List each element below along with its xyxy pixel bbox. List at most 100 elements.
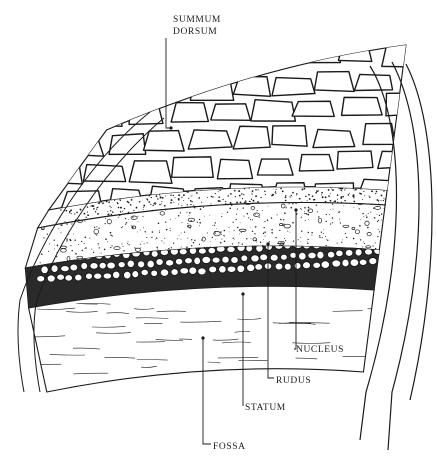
rudus-grain (125, 224, 126, 225)
nucleus-grain (201, 202, 202, 203)
rudus-grain (189, 215, 190, 216)
rudus-grain (194, 240, 195, 241)
statum-cobble (260, 254, 268, 261)
rudus-grain (377, 221, 378, 222)
rudus-pebble (384, 224, 389, 226)
label-summum-dorsum-line-2: DORSUM (173, 26, 221, 38)
statum-cobble (336, 250, 343, 257)
paving-stone (342, 97, 383, 115)
rudus-grain (362, 213, 363, 214)
rudus-grain (381, 213, 382, 214)
rudus-grain (164, 238, 165, 239)
rudus-grain (366, 216, 368, 218)
rudus-grain (122, 246, 123, 247)
rudus-grain (298, 239, 299, 240)
rudus-grain (264, 227, 265, 228)
rudus-grain (200, 208, 202, 210)
nucleus-grain (122, 211, 123, 212)
rudus-grain (396, 273, 397, 274)
rudus-grain (279, 245, 280, 246)
statum-cobble (202, 256, 211, 263)
rudus-grain (170, 219, 171, 220)
rudus-grain (215, 233, 216, 234)
paving-stone (354, 74, 392, 90)
statum-cobble (294, 262, 301, 269)
rudus-grain (311, 235, 312, 236)
rudus-grain (287, 231, 288, 232)
paving-stone (257, 159, 293, 175)
statum-cobble (399, 238, 407, 245)
nucleus-grain (291, 195, 292, 196)
nucleus-grain (353, 201, 355, 203)
rudus-grain (158, 223, 160, 225)
nucleus-grain (212, 196, 214, 198)
nucleus-grain (128, 202, 130, 204)
rudus-grain (152, 231, 154, 233)
rudus-grain (307, 239, 308, 240)
nucleus-grain (362, 199, 363, 200)
nucleus-grain (139, 201, 141, 203)
rudus-grain (145, 231, 146, 232)
rudus-grain (181, 247, 182, 248)
nucleus-grain (234, 190, 236, 192)
rudus-grain (203, 207, 204, 208)
rudus-grain (332, 222, 333, 223)
rudus-grain (110, 235, 111, 236)
rudus-grain (233, 238, 234, 239)
rudus-grain (47, 233, 48, 234)
rudus-grain (379, 215, 380, 216)
rudus-grain (318, 216, 319, 217)
rudus-grain (170, 230, 171, 231)
rudus-grain (304, 207, 306, 209)
nucleus-grain (340, 187, 342, 189)
rudus-grain (301, 209, 302, 210)
rudus-grain (353, 207, 354, 208)
rudus-grain (178, 215, 180, 217)
paving-stone (399, 122, 436, 144)
rudus-grain (393, 234, 394, 235)
nucleus-grain (285, 200, 287, 202)
nucleus-grain (249, 201, 250, 202)
statum-cobble (189, 267, 197, 275)
rudus-grain (175, 218, 176, 219)
rudus-grain (54, 245, 55, 246)
rudus-grain (138, 216, 139, 217)
nucleus-grain (241, 193, 242, 194)
rudus-grain (284, 238, 285, 239)
nucleus-grain (143, 209, 144, 210)
rudus-grain (98, 228, 99, 229)
rudus-grain (321, 232, 322, 233)
rudus-grain (222, 213, 223, 214)
nucleus-grain (330, 193, 331, 194)
nucleus-grain (110, 210, 111, 211)
nucleus-grain (150, 204, 151, 205)
statum-cobble (408, 217, 416, 224)
nucleus-grain (120, 207, 122, 209)
paving-stone (233, 76, 270, 96)
statum-cobble (118, 262, 125, 268)
nucleus-grain (225, 201, 226, 202)
rudus-grain (70, 245, 71, 246)
rudus-grain (194, 207, 195, 208)
nucleus-grain (230, 202, 232, 204)
rudus-grain (128, 219, 129, 220)
statum-cobble (407, 236, 415, 243)
statum-cobble (57, 274, 65, 280)
nucleus-grain (183, 194, 185, 196)
nucleus-grain (128, 212, 130, 214)
statum-cobble (241, 255, 248, 262)
rudus-grain (275, 237, 276, 238)
nucleus-grain (193, 205, 194, 206)
nucleus-grain (369, 195, 370, 196)
nucleus-grain (275, 193, 276, 194)
nucleus-grain (107, 214, 108, 215)
nucleus-grain (339, 188, 340, 189)
statum-cobble (185, 258, 193, 264)
rudus-grain (247, 213, 249, 215)
rudus-grain (128, 241, 129, 242)
nucleus-grain (159, 194, 160, 195)
rudus-grain (366, 215, 367, 216)
nucleus-grain (252, 194, 253, 195)
rudus-grain (94, 227, 95, 228)
nucleus-grain (198, 197, 200, 199)
